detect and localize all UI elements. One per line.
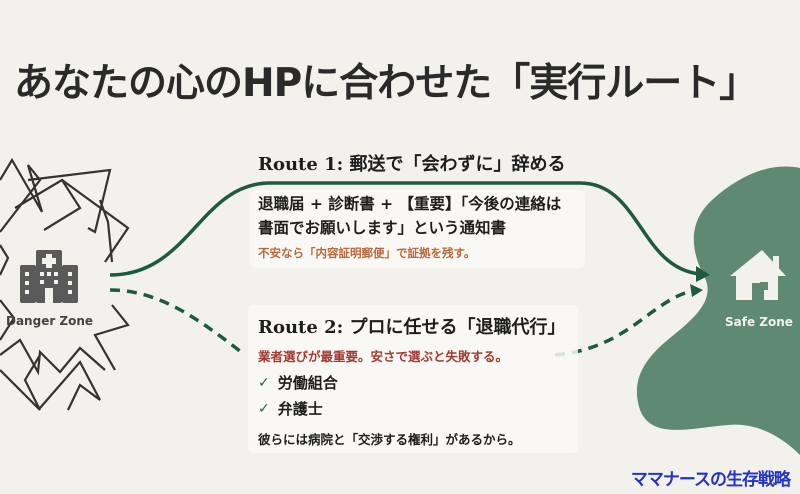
checklist-label: 労働組合	[277, 374, 338, 392]
route2-footer: 彼らには病院と「交渉する権利」があるから。	[258, 432, 521, 447]
danger-zone-star	[0, 157, 130, 411]
safe-zone-blob	[636, 166, 800, 455]
route1-body-line1: 退職届 + 診断書 + 【重要】「今後の連絡は	[258, 195, 562, 213]
route1-title: Route 1: 郵送で「会わずに」辞める	[258, 154, 566, 175]
route2-arrowhead	[690, 284, 703, 297]
danger-zone-label: Danger Zone	[6, 314, 94, 328]
route1-arrowhead	[696, 266, 710, 282]
route1-note: 不安なら「内容証明郵便」で証拠を残す。	[258, 246, 476, 260]
brand-watermark: ママナースの生存戦略	[630, 470, 791, 490]
route2-arrow	[109, 288, 696, 357]
route2-warning: 業者選びが最重要。安さで選ぶと失敗する。	[258, 349, 509, 364]
page-title: あなたの心のHPに合わせた「実行ルート」	[14, 61, 758, 106]
checklist-item-lawyer: ✓ 弁護士	[258, 398, 323, 419]
house-icon	[730, 250, 786, 300]
hospital-icon	[20, 250, 78, 303]
check-icon: ✓	[258, 374, 270, 391]
route1-card: 退職届 + 診断書 + 【重要】「今後の連絡は 書面でお願いします」という通知書…	[250, 190, 585, 268]
route1-arrow	[109, 181, 701, 277]
safe-zone-label: Safe Zone	[725, 315, 793, 329]
route1-body-line2: 書面でお願いします」という通知書	[258, 219, 507, 237]
check-icon: ✓	[258, 400, 270, 417]
checklist-label: 弁護士	[277, 400, 323, 418]
route2-title: Route 2: プロに任せる「退職代行」	[258, 317, 566, 338]
route2-card: Route 2: プロに任せる「退職代行」 業者選びが最重要。安さで選ぶと失敗す…	[248, 305, 578, 453]
checklist-item-union: ✓ 労働組合	[258, 372, 338, 393]
